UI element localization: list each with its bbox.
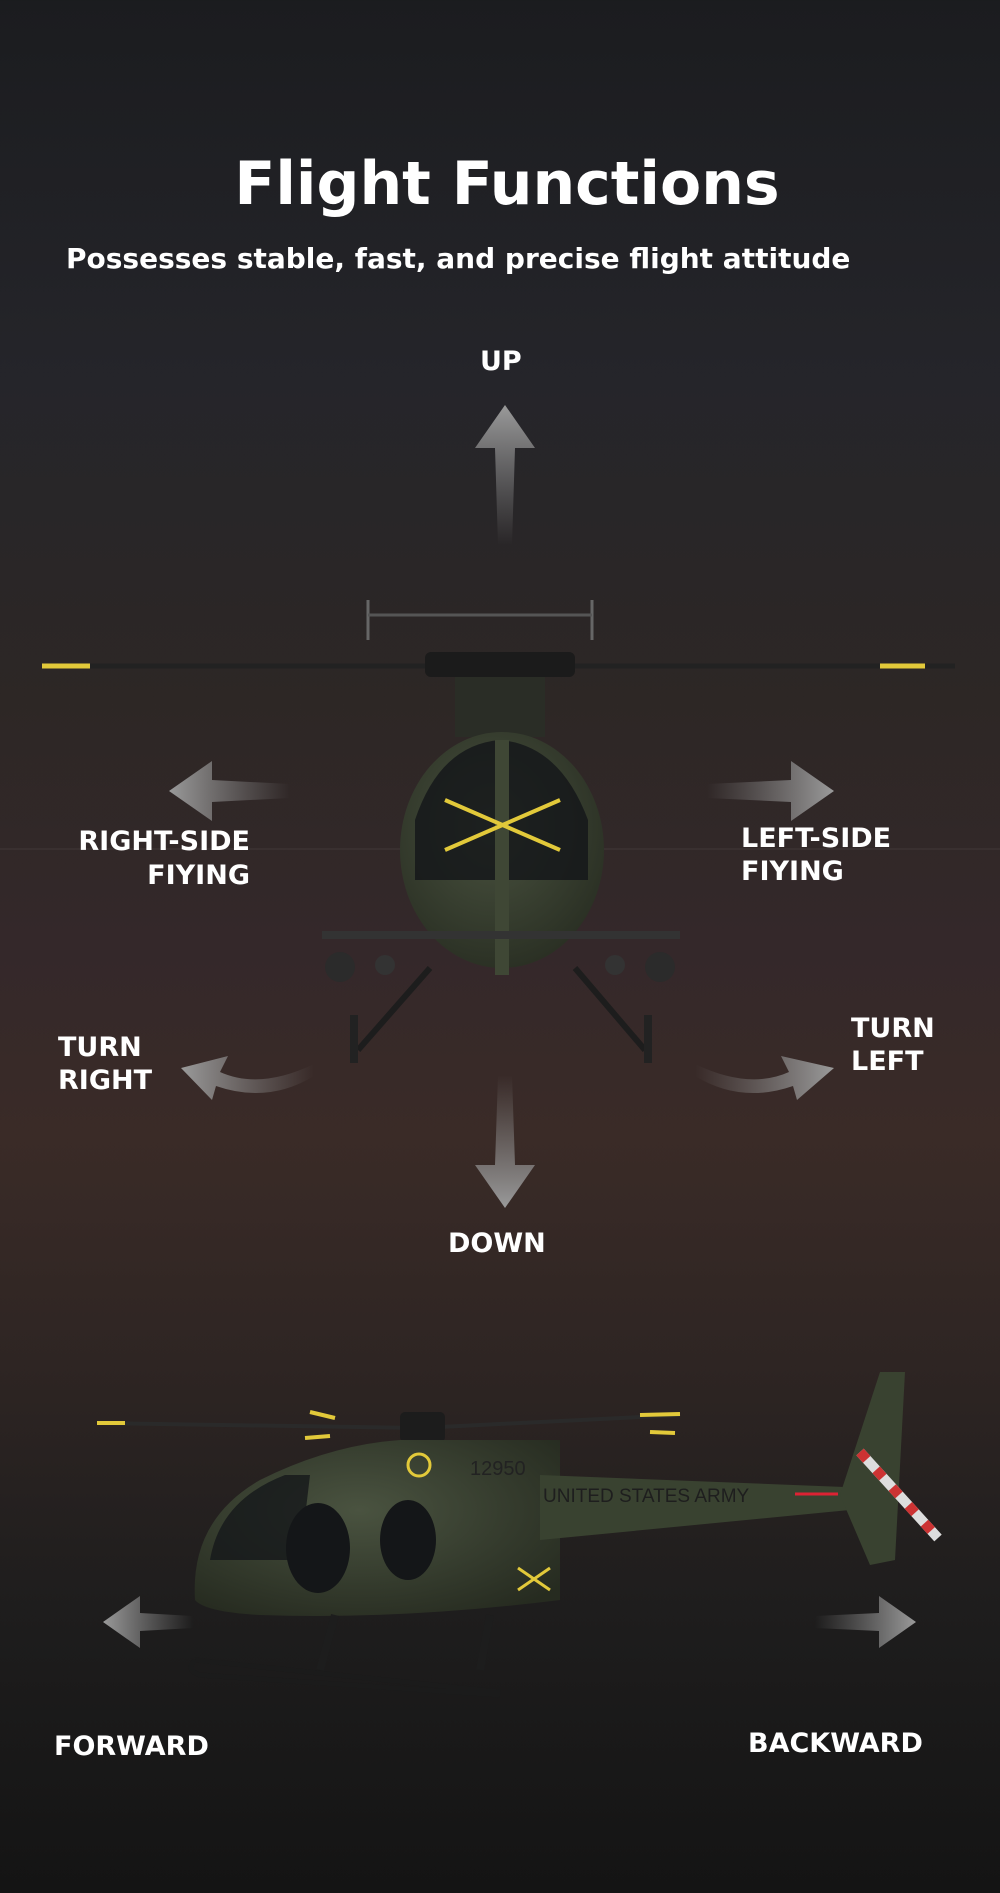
label-right-side-2: FIYING	[147, 860, 250, 891]
label-left-side-1: LEFT-SIDE	[741, 823, 892, 854]
down-arrow-icon	[475, 1075, 535, 1208]
turn-left-arrow-icon	[695, 1056, 834, 1100]
label-up: UP	[480, 346, 522, 377]
up-arrow-icon	[475, 405, 535, 545]
page-subtitle: Possesses stable, fast, and precise flig…	[66, 242, 851, 275]
label-turn-right-2: RIGHT	[58, 1065, 153, 1096]
label-turn-right-1: TURN	[58, 1032, 142, 1063]
label-down: DOWN	[448, 1228, 546, 1259]
backward-arrow-icon	[815, 1596, 916, 1648]
right-arrow-icon	[707, 761, 834, 821]
helicopter-side-view: 12950 UNITED STATES ARMY	[96, 1372, 942, 1698]
fuselage-text: UNITED STATES ARMY	[543, 1486, 750, 1507]
label-forward: FORWARD	[54, 1731, 209, 1762]
label-turn-left-1: TURN	[851, 1013, 935, 1044]
label-left-side-2: FIYING	[741, 856, 844, 887]
forward-arrow-icon	[103, 1596, 193, 1648]
label-backward: BACKWARD	[748, 1728, 923, 1759]
left-arrow-icon	[169, 761, 290, 821]
turn-right-arrow-icon	[181, 1056, 314, 1100]
page-title: Flight Functions	[234, 149, 780, 219]
label-turn-left-2: LEFT	[851, 1046, 924, 1077]
tail-number: 12950	[470, 1458, 526, 1480]
label-right-side-1: RIGHT-SIDE	[78, 826, 250, 857]
helicopter-front-view	[42, 600, 955, 1063]
